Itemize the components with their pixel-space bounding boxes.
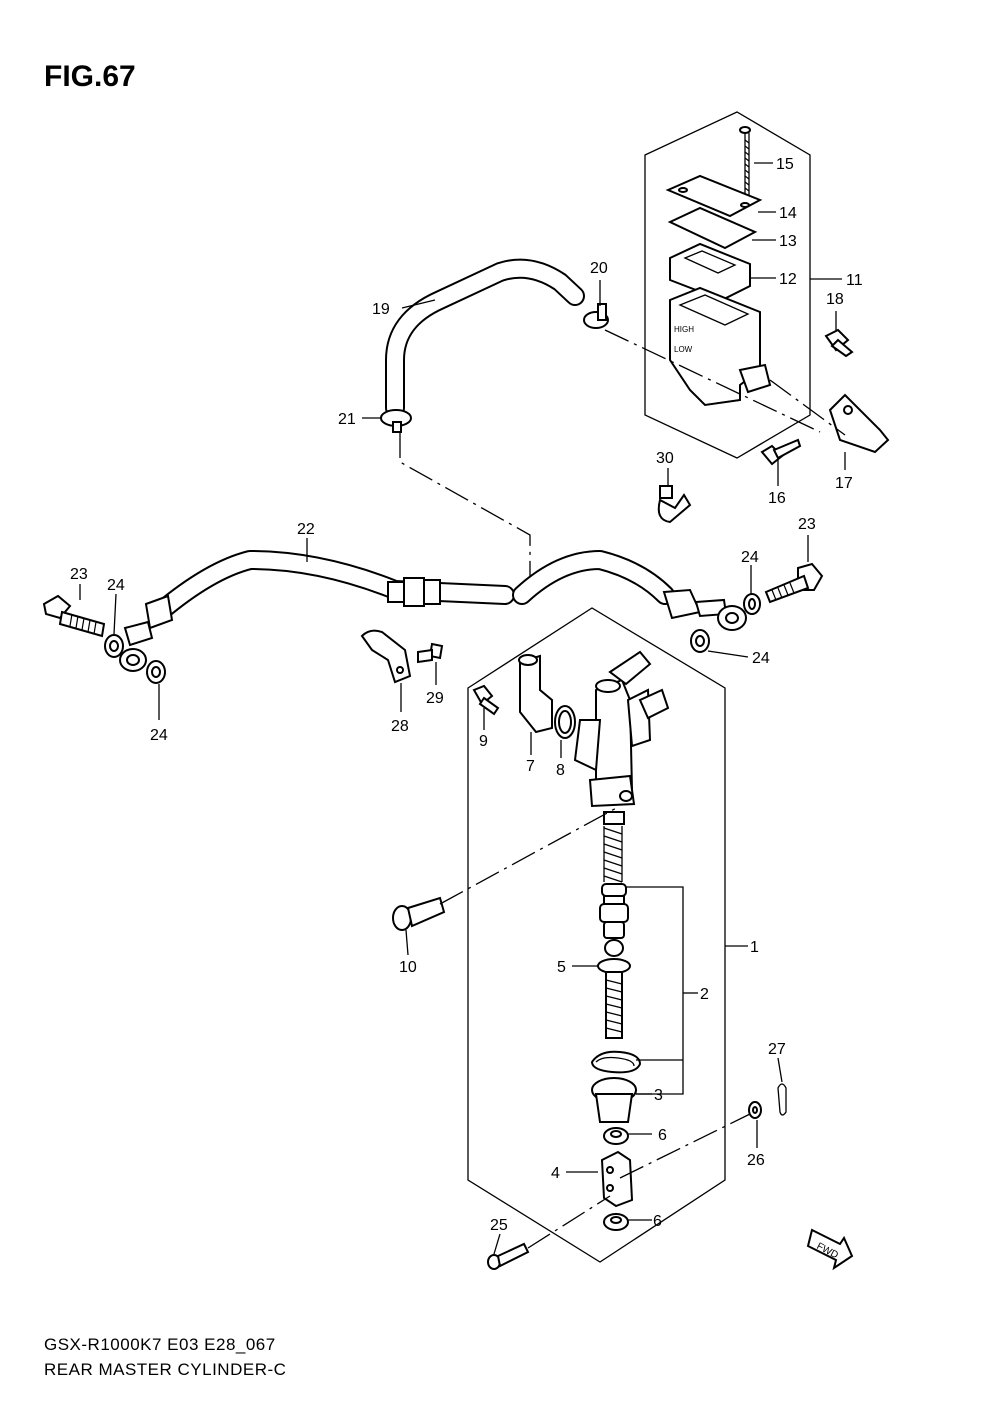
callout-15: 15 — [776, 156, 794, 173]
part-28-clamp — [360, 629, 412, 684]
callout-27: 27 — [768, 1041, 786, 1058]
part-13-plate — [667, 206, 758, 250]
callout-labels: 1 2 3 4 5 6 6 7 8 9 10 11 12 13 14 15 16… — [70, 156, 863, 1234]
callout-24-c: 24 — [741, 549, 759, 566]
part-29-bolt — [417, 642, 444, 664]
callout-11: 11 — [846, 272, 863, 289]
callout-19: 19 — [372, 301, 390, 318]
callout-8: 8 — [556, 762, 565, 779]
callout-16: 16 — [768, 490, 786, 507]
callout-18: 18 — [826, 291, 844, 308]
part-1-master-cylinder — [573, 650, 670, 808]
callout-4: 4 — [551, 1165, 560, 1182]
figure-caption: REAR MASTER CYLINDER-C — [44, 1360, 287, 1379]
callout-10: 10 — [399, 959, 417, 976]
part-12-diaphragm — [669, 242, 751, 302]
callout-21: 21 — [338, 411, 356, 428]
part-24-washer-a — [104, 634, 124, 658]
callout-6-top: 6 — [658, 1127, 667, 1144]
part-24-washer-c — [743, 593, 761, 615]
callout-3: 3 — [654, 1087, 663, 1104]
model-code: GSX-R1000K7 E03 E28_067 — [44, 1335, 276, 1354]
callout-23-right: 23 — [798, 516, 816, 533]
part-7-union — [518, 654, 553, 734]
part-27-cotter-pin — [777, 1083, 787, 1116]
callout-30: 30 — [656, 450, 674, 467]
part-21-clamp — [380, 409, 412, 433]
part-26-washer — [748, 1101, 762, 1119]
callout-7: 7 — [526, 758, 535, 775]
part-24-washer-d — [690, 629, 710, 653]
part-11-reservoir: HIGH LOW — [669, 286, 772, 407]
callout-6-bottom: 6 — [653, 1213, 662, 1230]
part-10-bolt — [392, 896, 446, 931]
part-4-clevis — [600, 1150, 634, 1208]
callout-1: 1 — [750, 939, 759, 956]
callout-14: 14 — [779, 205, 797, 222]
hose-fitting-right — [662, 588, 747, 631]
part-2-circlip — [590, 1050, 642, 1074]
callout-12: 12 — [779, 271, 797, 288]
part-18-bolt — [824, 328, 854, 358]
callout-9: 9 — [479, 733, 488, 750]
piston-spring — [603, 811, 625, 883]
part-17-bracket — [828, 393, 890, 454]
part-3-boot — [591, 1077, 637, 1123]
callout-2: 2 — [700, 986, 709, 1003]
figure-title: FIG.67 — [44, 60, 136, 93]
master-cylinder-group-outline — [467, 607, 726, 1263]
callout-24-d: 24 — [752, 650, 770, 667]
callout-17: 17 — [835, 475, 853, 492]
part-23-bolt-left — [42, 594, 106, 638]
callout-25: 25 — [490, 1217, 508, 1234]
reservoir-group-outline — [644, 111, 811, 459]
part-19-hose — [385, 258, 585, 418]
part-16-bolt — [760, 438, 802, 466]
hose-fitting-center — [387, 577, 441, 607]
callout-13: 13 — [779, 233, 797, 250]
part-15-screw — [739, 126, 751, 195]
callout-5: 5 — [557, 959, 566, 976]
callout-29: 29 — [426, 690, 444, 707]
reservoir-low-text: LOW — [674, 345, 693, 354]
part-20-clamp — [583, 303, 609, 329]
part-6-nut-bottom — [603, 1213, 629, 1231]
part-5-pushrod — [597, 939, 631, 1039]
callout-28: 28 — [391, 718, 409, 735]
callout-22: 22 — [297, 521, 315, 538]
callout-24-b: 24 — [150, 727, 168, 744]
part-24-washer-b — [146, 660, 166, 684]
part-8-oring — [554, 705, 576, 739]
part-14-cap — [665, 174, 763, 218]
part-6-nut-top — [603, 1127, 629, 1145]
hose-fitting-left — [119, 594, 174, 672]
leader-lines — [79, 162, 846, 1255]
callout-23-left: 23 — [70, 566, 88, 583]
part-25-pin — [487, 1242, 530, 1270]
callout-20: 20 — [590, 260, 608, 277]
part-30-clamp — [657, 485, 692, 524]
part-9-bolt — [472, 684, 500, 716]
part-2-piston — [599, 883, 629, 939]
callout-24-a: 24 — [107, 577, 125, 594]
reservoir-high-text: HIGH — [674, 325, 694, 334]
callout-26: 26 — [747, 1152, 765, 1169]
fwd-arrow-icon: FWD — [806, 1228, 854, 1271]
part-23-bolt-right — [764, 562, 824, 604]
